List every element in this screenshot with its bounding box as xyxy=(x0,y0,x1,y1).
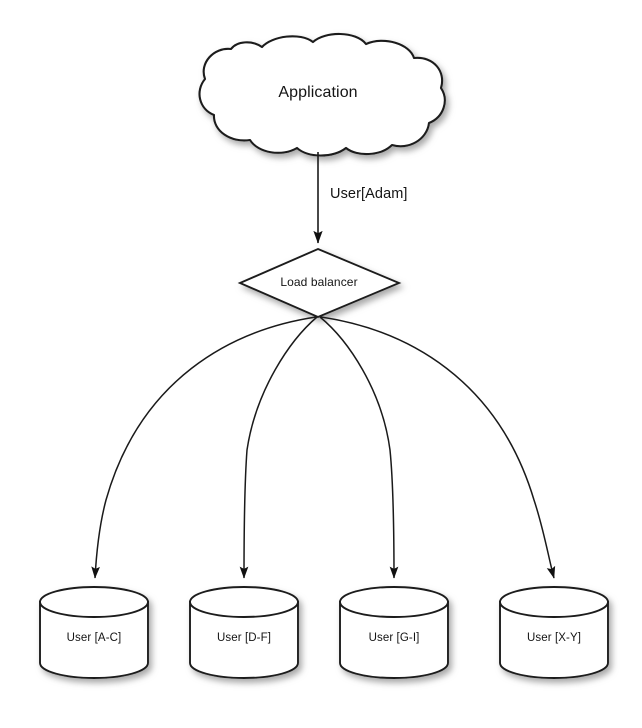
load-balancer-diamond-shape[interactable] xyxy=(237,247,402,319)
database-cylinder-shard-gi[interactable] xyxy=(339,586,449,679)
database-cylinder-shard-xy[interactable] xyxy=(499,586,609,679)
edge-loadbalancer-to-shard-df xyxy=(239,316,318,579)
database-cylinder-shard-ac[interactable] xyxy=(39,586,149,679)
edge-loadbalancer-to-shard-ac xyxy=(91,316,317,579)
database-cylinder-shard-df[interactable] xyxy=(189,586,299,679)
edge-loadbalancer-to-shard-xy xyxy=(320,316,556,579)
edge-loadbalancer-to-shard-gi xyxy=(319,316,399,579)
application-cloud-shape[interactable] xyxy=(198,32,446,157)
